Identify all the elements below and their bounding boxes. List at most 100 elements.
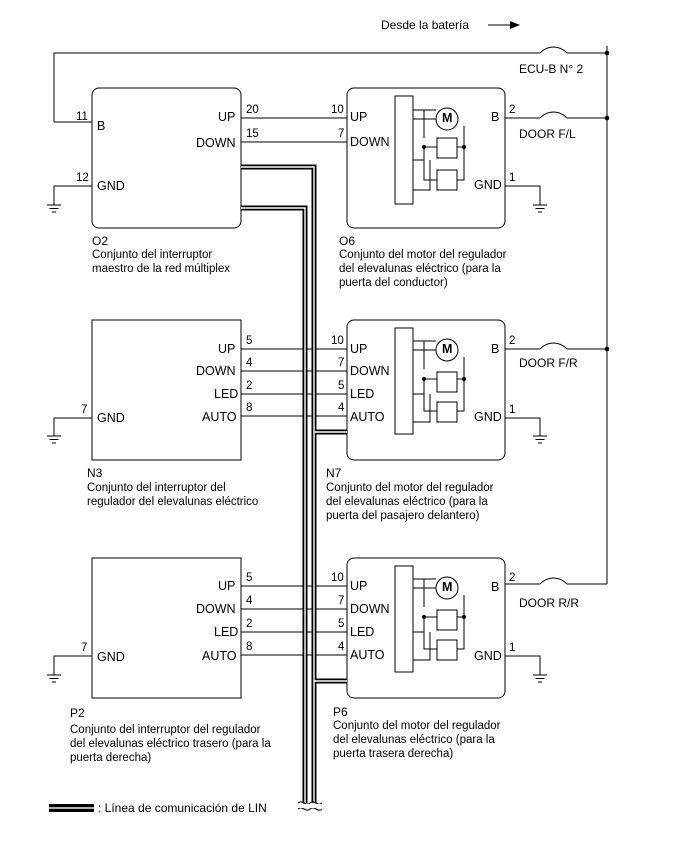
n7-signal-b: B [491, 342, 500, 356]
fuse-ecub-label: ECU-B N° 2 [519, 62, 584, 76]
p6-pin-down: 7 [338, 595, 345, 607]
p2-signal-up: UP [218, 579, 236, 593]
n7-pin-auto: 4 [338, 402, 345, 414]
n3-pin-down: 4 [246, 357, 253, 369]
n7-caption-line1: Conjunto del motor del regulador [326, 482, 494, 494]
n7-signal-up: UP [350, 342, 368, 356]
o2-signal-up: UP [218, 110, 236, 124]
p6-pin-gnd: 1 [509, 642, 516, 654]
p2-code: P2 [70, 706, 85, 720]
ecub-loop-wire [53, 52, 540, 122]
p6-pin-b: 2 [509, 572, 516, 584]
o6-signal-gnd: GND [474, 178, 502, 192]
p6-signal-gnd: GND [474, 649, 502, 663]
n7-pin-led: 5 [338, 380, 345, 392]
o2-pin-gnd: 12 [76, 172, 89, 184]
o2-pin-b: 11 [76, 111, 88, 123]
n3-box [91, 319, 242, 461]
o6-pin-b: 2 [509, 104, 516, 116]
ground-icon-n7 [533, 435, 547, 444]
fuse-door-rr-label: DOOR R/R [519, 596, 579, 610]
o6-pin-gnd: 1 [509, 172, 516, 184]
n7-motor-assembly [394, 327, 465, 435]
n7-signal-gnd: GND [474, 410, 502, 424]
p6-motor-assembly [394, 565, 465, 673]
p6-box [346, 557, 506, 699]
o2-code: O2 [92, 234, 109, 248]
fuse-door-fr [505, 342, 568, 350]
p6-signal-up: UP [350, 579, 368, 593]
p2-pin-up: 5 [246, 572, 253, 584]
o6-signal-down: DOWN [350, 135, 390, 149]
n3-signal-gnd: GND [97, 411, 125, 425]
n7-signal-led: LED [350, 387, 375, 401]
p6-pin-auto: 4 [338, 641, 345, 653]
o6-code: O6 [339, 234, 356, 248]
o2-pin-down: 15 [246, 128, 259, 140]
p2-pin-led: 2 [246, 618, 253, 630]
fuse-door-rr [505, 577, 568, 585]
n3-caption-line2: regulador del elevalunas eléctrico [87, 496, 259, 508]
p2-caption-line2: del elevalunas eléctrico trasero (para l… [70, 738, 271, 750]
n3-caption-line1: Conjunto del interruptor del [87, 482, 226, 494]
o6-caption-line2: del elevalunas eléctrico (para la [339, 263, 501, 275]
p2-caption-line1: Conjunto del interruptor del regulador [70, 724, 261, 736]
ground-icon-p6 [533, 674, 547, 683]
p2-pin-down: 4 [246, 595, 253, 607]
n7-signal-auto: AUTO [350, 410, 385, 424]
o6-signal-up: UP [350, 110, 368, 124]
o2-signal-gnd: GND [97, 179, 125, 193]
n7-pin-gnd: 1 [509, 404, 516, 416]
legend-text: : Línea de comunicación de LIN [98, 801, 267, 815]
fuse-door-fr-label: DOOR F/R [519, 356, 578, 370]
p6-pin-led: 5 [338, 618, 345, 630]
p6-caption-line3: puerta trasera derecha) [333, 748, 454, 760]
n3-pin-auto: 8 [246, 402, 253, 414]
o2-box [91, 87, 242, 229]
n3-pin-up: 5 [246, 335, 253, 347]
p2-signal-auto: AUTO [202, 649, 237, 663]
o2-signal-down: DOWN [196, 136, 236, 150]
ground-icon-o6 [533, 204, 547, 213]
p6-signal-auto: AUTO [350, 648, 385, 662]
o6-motor-assembly [394, 95, 465, 205]
n3-signal-auto: AUTO [202, 410, 237, 424]
n3-signal-led: LED [214, 387, 239, 401]
lin-line [241, 164, 347, 803]
n3-code: N3 [87, 466, 103, 480]
n3-pin-gnd: 7 [81, 404, 88, 416]
ground-icon-o2 [47, 204, 61, 213]
p6-code: P6 [333, 705, 348, 719]
o6-signal-b: B [491, 110, 500, 124]
n3-signal-down: DOWN [196, 364, 236, 378]
o6-pin-up: 10 [331, 104, 344, 116]
fuse-door-fl-label: DOOR F/L [519, 127, 576, 141]
lin-legend-line [49, 804, 94, 812]
battery-arrow-icon [510, 21, 520, 29]
n3-signal-up: UP [218, 342, 236, 356]
p2-signal-down: DOWN [196, 602, 236, 616]
p2-caption-line3: puerta derecha) [70, 752, 152, 764]
n7-caption-line3: puerta del pasajero delantero) [326, 510, 480, 522]
o6-box [346, 87, 506, 229]
p6-signal-led: LED [350, 625, 375, 639]
n7-pin-b: 2 [509, 335, 516, 347]
fuse-door-fl [505, 111, 568, 119]
p2-pin-auto: 8 [246, 641, 253, 653]
fuse-ecub [539, 46, 568, 54]
n7-caption-line2: del elevalunas eléctrico (para la [326, 496, 488, 508]
p6-signal-down: DOWN [350, 602, 390, 616]
p6-pin-up: 10 [331, 572, 344, 584]
ground-icon-n3 [47, 435, 61, 444]
n7-signal-down: DOWN [350, 364, 390, 378]
o2-pin-up: 20 [246, 104, 259, 116]
n7-motor-label: M [442, 342, 453, 356]
p6-caption-line1: Conjunto del motor del regulador [333, 720, 501, 732]
wire-break-icon [297, 801, 323, 811]
p2-pin-gnd: 7 [81, 642, 88, 654]
n7-code: N7 [326, 466, 342, 480]
n3-pin-led: 2 [246, 380, 253, 392]
o6-caption-line3: puerta del conductor) [339, 277, 448, 289]
p2-box [91, 557, 242, 699]
n7-pin-up: 10 [331, 335, 344, 347]
